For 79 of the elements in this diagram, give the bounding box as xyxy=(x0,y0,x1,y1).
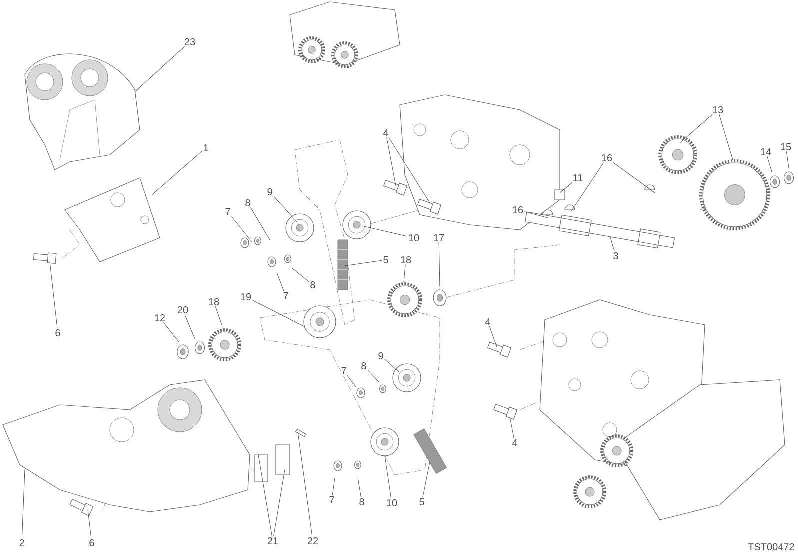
leader-line xyxy=(163,322,180,342)
callout-number: 18 xyxy=(209,298,220,306)
leader-line xyxy=(613,162,656,194)
callout-number: 4 xyxy=(485,318,490,326)
callout-number: 4 xyxy=(512,440,518,446)
leader-line xyxy=(362,226,408,237)
leader-line xyxy=(298,432,313,537)
callout-number: 6 xyxy=(90,539,94,547)
leader-line xyxy=(384,456,392,499)
callout-number: 14 xyxy=(761,148,772,156)
leader-line xyxy=(252,300,306,328)
leader-line xyxy=(510,416,514,439)
callout-number: 11 xyxy=(574,174,583,182)
callout-number: 20 xyxy=(178,306,188,314)
callout-number: 7 xyxy=(330,496,334,504)
leader-line xyxy=(358,478,362,498)
leader-line xyxy=(344,260,382,266)
leader-line xyxy=(332,478,336,496)
callout-number: 17 xyxy=(434,234,444,242)
leader-line xyxy=(386,137,396,186)
leader-line xyxy=(231,216,252,242)
leader-line xyxy=(719,114,734,160)
callout-number: 8 xyxy=(310,281,316,289)
callout-number: 22 xyxy=(308,538,318,544)
callout-number: 21 xyxy=(268,538,278,544)
callout-number: 12 xyxy=(155,314,166,322)
callout-number: 23 xyxy=(184,38,196,46)
leader-line xyxy=(274,196,298,222)
leader-line xyxy=(680,114,713,144)
callout-number: 8 xyxy=(246,199,250,207)
leader-line xyxy=(215,306,222,326)
callout-number: 10 xyxy=(409,234,420,242)
callout-number: 7 xyxy=(342,368,346,374)
callout-number: 18 xyxy=(401,256,412,264)
callout-number: 19 xyxy=(241,293,252,301)
leader-line xyxy=(388,137,430,204)
callout-number: 9 xyxy=(378,352,384,360)
callout-number: 16 xyxy=(602,154,612,162)
callout-number: 1 xyxy=(204,144,208,152)
leader-line xyxy=(404,264,406,282)
leader-line xyxy=(524,212,548,218)
callout-number: 16 xyxy=(513,206,524,214)
leader-line xyxy=(767,156,772,172)
leader-line xyxy=(22,470,26,539)
leader-line xyxy=(274,470,286,537)
leader-line xyxy=(347,375,356,388)
callout-number: 9 xyxy=(268,188,272,196)
callout-number: 4 xyxy=(383,130,388,136)
leader-line xyxy=(50,262,58,329)
leader-line xyxy=(786,151,790,168)
callout-number: 15 xyxy=(781,144,792,150)
leader-line xyxy=(152,151,202,196)
leader-line xyxy=(570,162,604,212)
callout-number: 8 xyxy=(362,362,366,370)
leader-line xyxy=(422,462,430,498)
leader-line xyxy=(134,46,186,92)
callout-number: 7 xyxy=(226,208,230,216)
callout-number: 13 xyxy=(713,106,724,114)
drawing-number: TST00472 xyxy=(748,543,794,551)
leader-line xyxy=(250,208,270,240)
callout-number: 5 xyxy=(420,498,424,506)
leader-line xyxy=(184,314,196,340)
leader-line xyxy=(384,359,400,372)
leader-line xyxy=(368,370,380,382)
leader-line xyxy=(560,182,573,194)
leader-line xyxy=(292,268,310,282)
leader-line xyxy=(610,236,615,252)
leader-line xyxy=(438,242,440,288)
callout-number: 7 xyxy=(284,292,288,300)
callout-number: 3 xyxy=(614,252,618,260)
leader-line xyxy=(489,326,498,348)
callout-number: 6 xyxy=(56,329,60,337)
callout-number: 2 xyxy=(20,540,24,546)
callout-number: 10 xyxy=(387,499,398,507)
callout-number: 5 xyxy=(384,256,388,264)
leader-line xyxy=(276,272,284,292)
leader-line xyxy=(88,510,92,539)
leader-line xyxy=(258,452,272,537)
callout-number: 8 xyxy=(360,498,364,506)
